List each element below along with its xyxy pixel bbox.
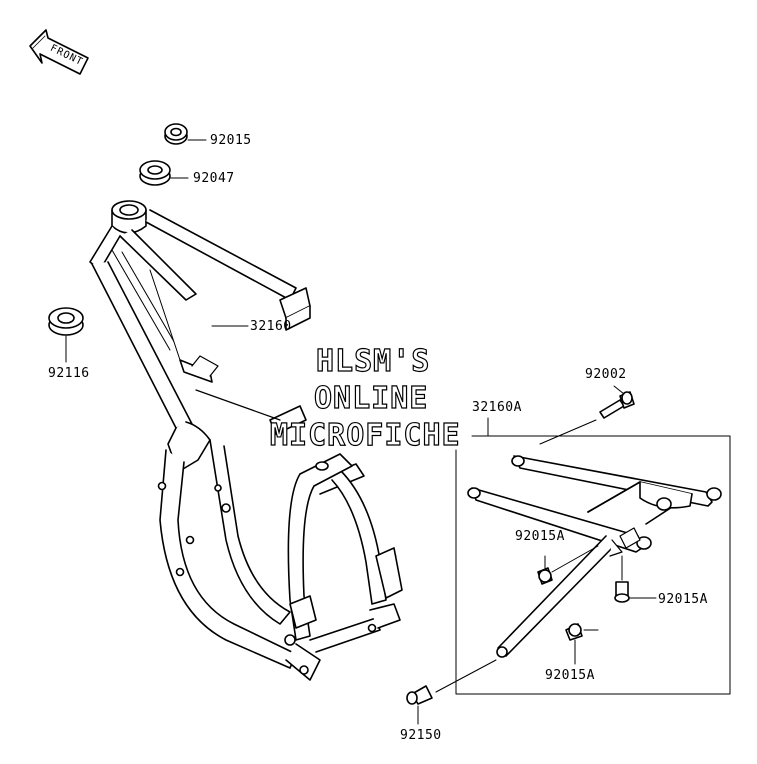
watermark-line-2: ONLINE — [313, 381, 429, 416]
subframe-icon — [467, 455, 722, 658]
main-frame-icon — [89, 200, 403, 681]
subframe-bolt-icon — [599, 391, 635, 419]
part-number-32160A: 32160A — [472, 400, 522, 415]
part-number-92015A-lower: 92015A — [545, 668, 595, 683]
part-number-92047: 92047 — [193, 171, 235, 186]
front-arrow-icon — [29, 29, 89, 75]
subframe-bolt-a-left-icon — [537, 567, 553, 585]
part-number-92150: 92150 — [400, 728, 442, 743]
lower-bearing-icon — [48, 307, 84, 336]
subframe-group-box — [455, 417, 731, 695]
bottom-bolt-icon — [406, 685, 433, 705]
frame-nut-icon — [164, 123, 188, 145]
steering-bearing-icon — [139, 160, 171, 186]
watermark-line-1: HLSM'S — [315, 344, 431, 379]
watermark-line-3: MICROFICHE — [269, 418, 461, 453]
part-number-32160: 32160 — [250, 319, 292, 334]
part-number-92116: 92116 — [48, 366, 90, 381]
subframe-bolt-a-lower-icon — [565, 623, 583, 641]
subframe-bolt-a-right-icon — [614, 581, 630, 603]
part-number-92015: 92015 — [210, 133, 252, 148]
part-number-92015A-right: 92015A — [658, 592, 708, 607]
part-number-92002: 92002 — [585, 367, 627, 382]
part-number-92015A-left: 92015A — [515, 529, 565, 544]
